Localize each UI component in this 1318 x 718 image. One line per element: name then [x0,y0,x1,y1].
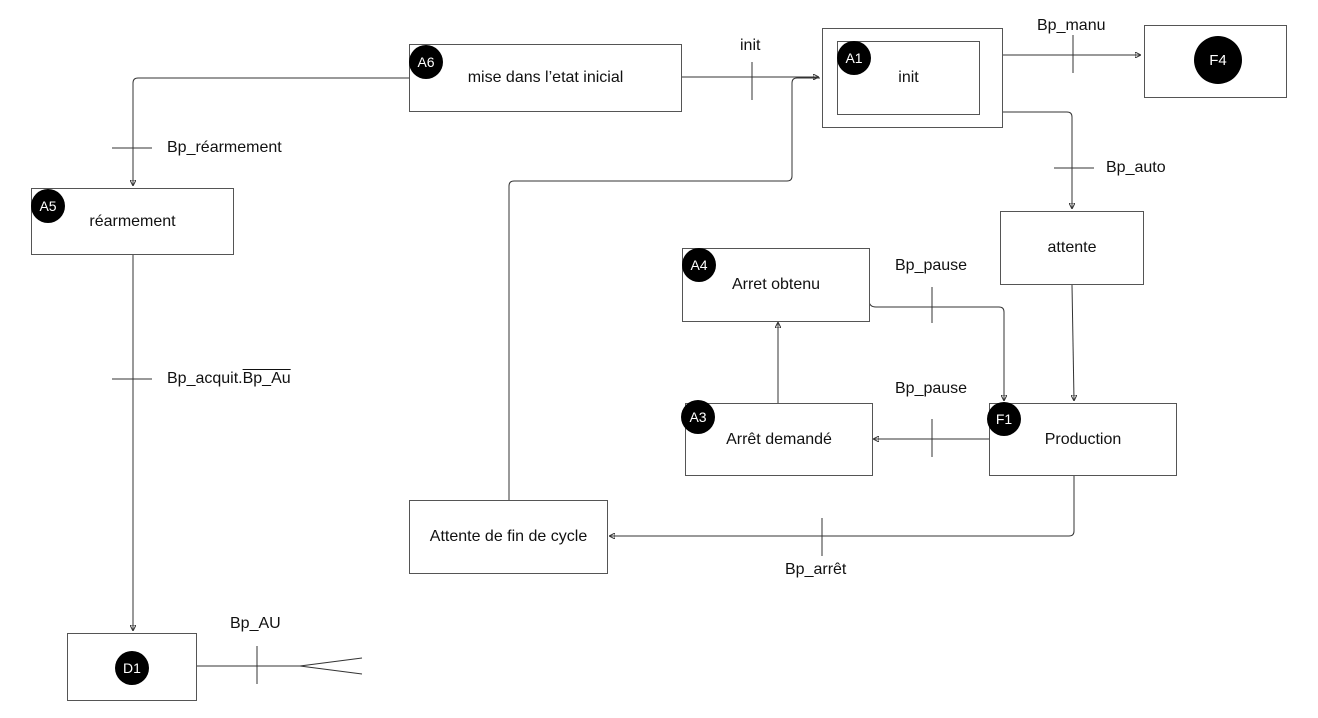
transition-init-label: init [740,37,761,54]
step-a1-badge: A1 [837,41,871,75]
step-a4-label: Arret obtenu [731,276,821,293]
transition-bp-pause-1-label: Bp_pause [895,257,968,274]
step-f1-badge: F1 [987,402,1021,436]
step-attente-label: attente [1047,239,1097,256]
transition-bp-auto-label: Bp_auto [1106,159,1166,176]
fork-up [299,657,363,667]
step-a6[interactable]: mise dans l’etat inicial [409,44,682,112]
step-a3[interactable]: Arrêt demandé [685,403,873,476]
step-a4-badge: A4 [682,248,716,282]
step-a3-label: Arrêt demandé [726,430,832,448]
step-a6-badge: A6 [409,45,443,79]
link-attente-f1 [1072,284,1074,400]
step-attente[interactable]: attente [1000,211,1144,285]
link-f1-fincycle [610,476,1075,536]
transition-bp-acquit-label: Bp_acquit.Bp_Au [167,370,291,388]
step-a3-badge: A3 [681,400,715,434]
link-fincycle-a1 [508,77,820,500]
step-a6-label: mise dans l’etat inicial [467,69,624,86]
fork-down [299,665,363,675]
transition-bp-manu-label: Bp_manu [1037,17,1106,34]
step-f1[interactable]: Production [989,403,1177,476]
step-fin-cycle[interactable]: Attente de fin de cycle [409,500,608,574]
step-a5-badge: A5 [31,189,65,223]
step-d1-badge: D1 [115,651,149,685]
transition-bp-rearmement-label: Bp_réarmement [167,139,282,156]
transition-bp-pause-2-label: Bp_pause [895,380,968,397]
step-fin-cycle-label: Attente de fin de cycle [429,528,588,545]
step-f1-label: Production [1044,430,1122,448]
transition-bp-acquit-prefix: Bp_acquit. [167,370,243,387]
transition-bp-au-negated: Bp_Au [242,370,291,387]
step-a1-label: init [898,69,919,86]
step-f4-badge: F4 [1194,36,1242,84]
link-a1-attente [1003,111,1072,208]
transition-bp-au-label: Bp_AU [230,615,281,632]
step-a5[interactable]: réarmement [31,188,234,255]
link-a6-a5 [133,77,409,185]
transition-bp-arret-label: Bp_arrêt [785,561,847,578]
step-a5-label: réarmement [89,212,176,230]
